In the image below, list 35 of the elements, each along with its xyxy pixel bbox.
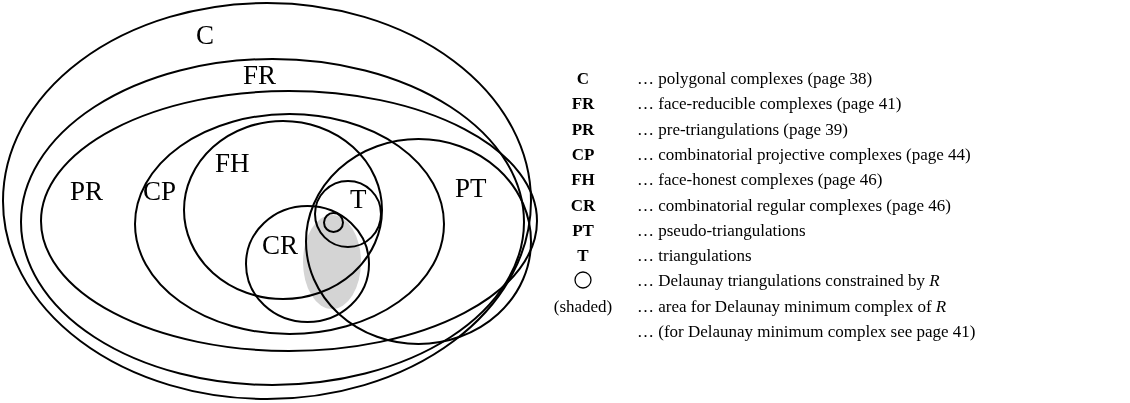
legend-key: CR xyxy=(543,196,623,214)
set-label: CR xyxy=(262,232,299,259)
set-ellipse xyxy=(314,180,382,248)
legend-key: CP xyxy=(543,145,623,163)
set-label: FH xyxy=(215,150,250,177)
legend-key: FH xyxy=(543,171,623,189)
legend-key: C xyxy=(543,70,623,87)
legend-description: … polygonal complexes (page 38) xyxy=(637,70,873,87)
legend-description: … combinatorial projective complexes (page 44) xyxy=(637,145,971,163)
shaded-area xyxy=(302,214,362,310)
set-label: PR xyxy=(70,178,104,205)
set-ellipse xyxy=(40,90,538,352)
set-label: FR xyxy=(243,62,277,89)
legend-key: FR xyxy=(543,95,623,113)
legend-description: … face-honest complexes (page 46) xyxy=(637,171,883,189)
legend-description: … combinatorial regular complexes (page 46) xyxy=(637,196,951,214)
legend-description: … (for Delaunay minimum complex see page 41) xyxy=(637,323,976,340)
legend-key: PR xyxy=(543,120,623,138)
set-ellipse xyxy=(305,138,532,345)
set-label: C xyxy=(196,22,214,49)
legend-description: … area for Delaunay minimum complex of R xyxy=(637,297,947,315)
set-label: T xyxy=(350,186,367,213)
legend-description: … Delaunay triangulations constrained by R xyxy=(637,272,940,290)
set-ellipse xyxy=(183,120,383,300)
legend-description: … pseudo-triangulations xyxy=(637,221,806,239)
small-circle xyxy=(323,212,344,233)
legend-description: … triangulations xyxy=(637,247,752,265)
legend-key: T xyxy=(543,247,623,265)
set-ellipse xyxy=(134,113,445,335)
set-label: CP xyxy=(143,178,177,205)
legend-key: (shaded) xyxy=(543,297,623,315)
legend-description: … face-reducible complexes (page 41) xyxy=(637,95,902,113)
legend-key: PT xyxy=(543,221,623,239)
legend-description: … pre-triangulations (page 39) xyxy=(637,120,848,138)
set-label: PT xyxy=(455,175,487,202)
